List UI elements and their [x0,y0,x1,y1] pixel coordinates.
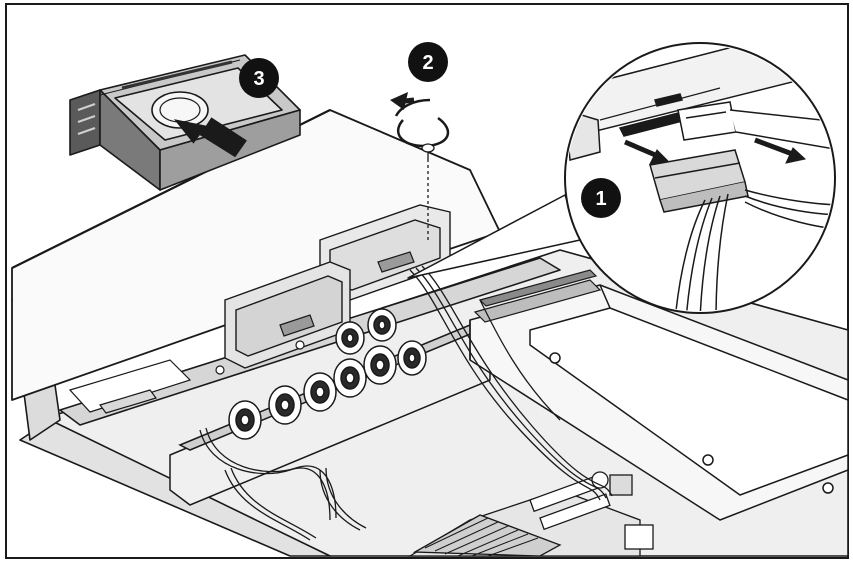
connector-callout [407,42,836,314]
fan-unit [335,321,365,355]
riser-slot-connectors [473,269,602,323]
slide-drive-icon [173,117,247,158]
step-number-2: 2 [422,52,433,74]
motherboard-area [407,471,654,557]
remove-screw-icon [390,92,450,148]
drive-bay-housing [224,204,451,369]
fan-unit [303,372,337,412]
step-badge-1-circle [581,178,621,218]
fan-unit [363,345,397,385]
step-number-1: 1 [595,188,606,210]
screw-removal [390,92,450,240]
fan-unit [228,400,262,440]
diagram-frame [5,3,849,559]
step-badge-2: 2 [408,42,448,82]
fan-unit [268,385,302,425]
drive-bay-connector [279,251,415,337]
fan-unit [333,358,367,398]
step-badge-1: 1 [581,178,621,218]
step-badge-2-circle [408,42,448,82]
internal-cables [199,265,613,541]
left-tray-components [68,340,305,414]
fan-unit [367,308,397,342]
hard-drive-carrier [69,54,301,191]
riser-cage [469,284,849,521]
disconnect-cable-icon [624,137,807,165]
step-badge-3: 3 [239,58,279,98]
screw [421,143,435,240]
fan-units [228,308,427,440]
fan-unit [397,340,427,376]
step-number-3: 3 [253,68,264,90]
step-badge-3-circle [239,58,279,98]
